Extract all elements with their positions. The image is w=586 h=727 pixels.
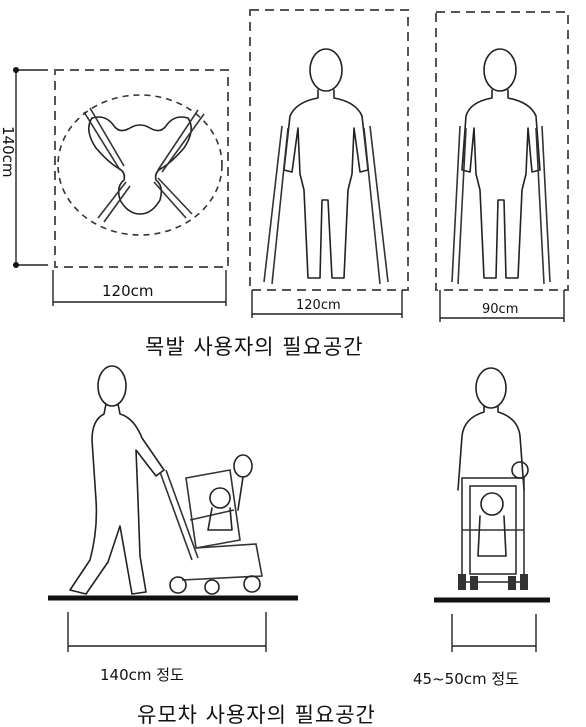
- person-front-icon: [283, 48, 369, 279]
- crutch-user-front-view-narrow: 90cm: [435, 11, 569, 322]
- user-top-silhouette: [88, 116, 192, 215]
- crutch-icon: [263, 125, 389, 285]
- crutch-user-top-view: 140cm 120cm: [0, 67, 229, 306]
- crutch-icon: [83, 107, 205, 223]
- front-view-narrow-width-label: 90cm: [482, 302, 518, 317]
- front-view-wide-width-label: 120cm: [296, 298, 341, 313]
- baby-icon: [207, 487, 233, 531]
- person-side-icon: [69, 365, 165, 595]
- crutch-section-caption: 목발 사용자의 필요공간: [145, 335, 364, 359]
- balloon-icon: [233, 454, 253, 511]
- top-view-width-label: 120cm: [102, 282, 154, 300]
- wide-width-dimension-line: [251, 290, 403, 318]
- top-view-width-dimension-line: [52, 270, 227, 306]
- person-front-icon: [461, 48, 541, 279]
- stroller-user-side-view: 140cm 정도: [48, 365, 298, 684]
- stroller-length-label: 140cm 정도: [100, 666, 184, 684]
- person-front-icon: [457, 367, 525, 491]
- narrow-width-dimension-line: [439, 290, 565, 322]
- stroller-width-label: 45~50cm 정도: [413, 670, 519, 688]
- crutch-icon: [451, 125, 551, 285]
- wheel-icon: [169, 575, 261, 595]
- stroller-icon: [159, 469, 263, 581]
- wheel-icon: [458, 574, 528, 590]
- narrow-space-boundary: [435, 11, 569, 291]
- stroller-section-caption: 유모차 사용자의 필요공간: [137, 703, 376, 727]
- top-view-height-label: 140cm: [0, 126, 17, 178]
- wide-space-boundary: [249, 9, 409, 291]
- crutch-user-front-view-wide: 120cm: [249, 9, 409, 318]
- stroller-user-front-view: 45~50cm 정도: [413, 367, 550, 688]
- baby-icon: [477, 492, 507, 557]
- balloon-icon: [511, 461, 529, 479]
- stroller-icon: [461, 477, 525, 583]
- height-dimension-line: [13, 67, 48, 268]
- stroller-width-dimension-line: [451, 614, 537, 652]
- top-view-space-boundary: [54, 69, 229, 268]
- stroller-length-dimension-line: [67, 612, 267, 652]
- crutch-swing-circle: [57, 94, 223, 236]
